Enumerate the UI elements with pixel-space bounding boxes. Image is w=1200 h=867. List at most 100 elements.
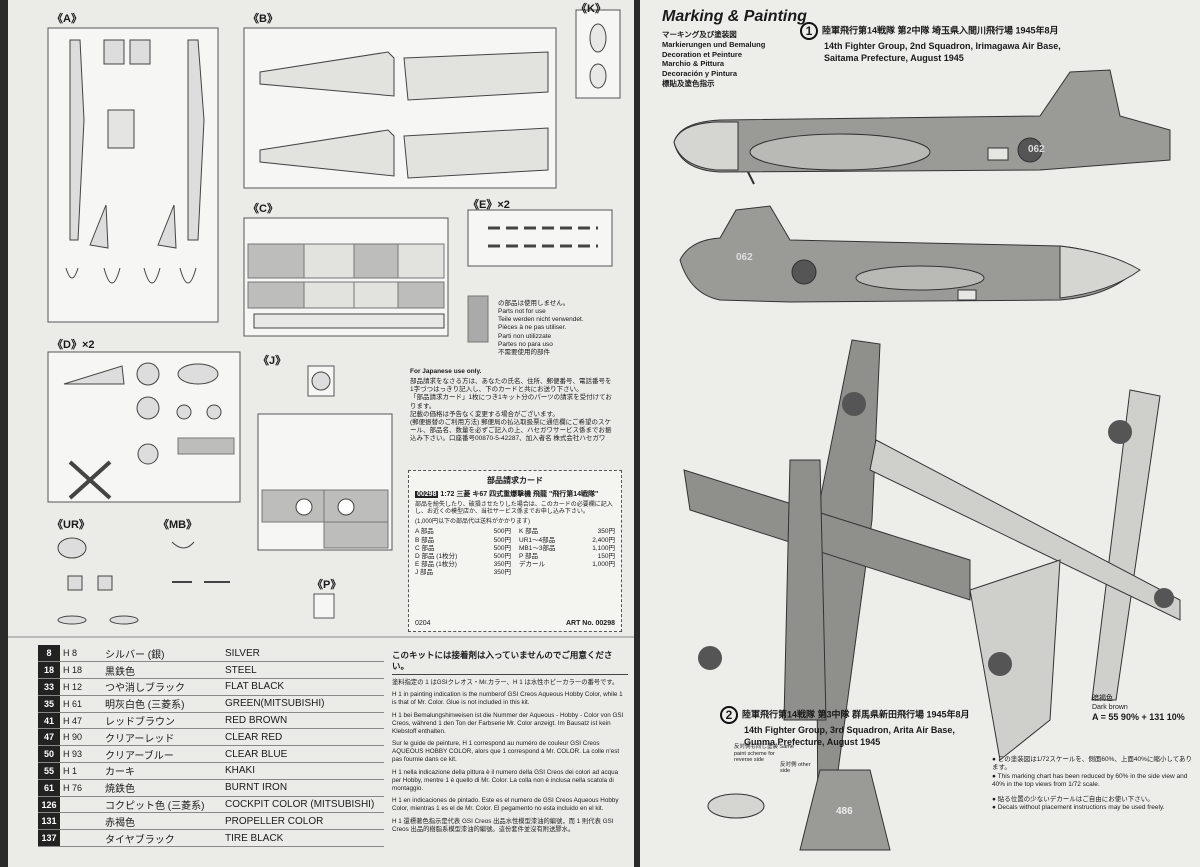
legend-paragraph: H 1 bei Bemalungshinweisen ist die Numme… (392, 711, 624, 735)
side-view-2 (679, 205, 1141, 303)
color-jp: 黒鉄色 (102, 661, 222, 680)
parts-lineart (8, 9, 634, 638)
color-en: STEEL (222, 661, 384, 680)
subtitle-line: Decoration et Peinture (662, 49, 743, 59)
not-used-notice: の部品は使用しません。 Parts not for use Teile werd… (492, 296, 612, 361)
price-row: D 部品 (1枚分) 500円 (415, 552, 511, 560)
top-view-2 (869, 389, 1181, 761)
dark-brown-legend: 暗褐色 Dark brown A = 55 90% + 131 10% (1092, 694, 1185, 724)
color-en: CLEAR BLUE (222, 745, 384, 764)
color-en: FLAT BLACK (222, 678, 384, 696)
color-en: COCKPIT COLOR (MITSUBISHI) (222, 796, 384, 814)
japanese-use-bullet: 記載の価格は予告なく変更する場合がございます。 (410, 410, 559, 418)
color-id: 137 (38, 829, 60, 848)
order-card-kit-name: 三菱 キ67 四式重爆撃機 飛龍 "飛行第14戦隊" (456, 491, 599, 498)
sprue-mb-label: 《MB》 (158, 519, 198, 531)
color-code: H 8 (60, 645, 102, 663)
price-row: P 部品 150円 (519, 552, 615, 560)
color-id: 61 (38, 779, 60, 797)
marking-sheet: Marking & Painting マーキング及び塗装図 Markierung… (640, 0, 1200, 867)
color-en: BURNT IRON (222, 779, 384, 797)
scheme-2-jp: 陸軍飛行第14戦隊 第3中隊 群馬県新田飛行場 1945年8月 (742, 709, 970, 720)
sprue-b-label: 《B》 (248, 13, 278, 25)
tail-code-3: 486 (836, 806, 853, 817)
legend-paragraph: Sur le guide de peinture, H 1 correspond… (392, 740, 620, 764)
japanese-use-postal: (郵便振替のご利用方法) 郵便局の払込取扱票に通信欄にご希望のスケール、部品名、… (410, 418, 612, 442)
color-en: KHAKI (222, 762, 384, 780)
scheme-1-en1: 14th Fighter Group, 2nd Squadron, Irimag… (824, 41, 1061, 51)
subtitle-line: 標貼及塗色指示 (662, 78, 715, 88)
color-code: H 18 (60, 661, 102, 680)
sprue-j-label: 《J》 (258, 355, 287, 367)
color-en: SILVER (222, 645, 384, 663)
order-card-kit-number: 00298 (415, 491, 439, 498)
price-row: A 部品 500円 (415, 528, 511, 536)
subtitle-line: Markierungen und Bemalung (662, 39, 766, 49)
color-jp: 焼鉄色 (102, 779, 222, 797)
sprue-ur-label: 《UR》 (52, 519, 90, 531)
scheme-1-jp: 陸軍飛行第14戦隊 第2中隊 埼玉県入間川飛行場 1945年8月 (822, 25, 1059, 36)
tail-code-1: 062 (1028, 144, 1045, 155)
notice-line: Pièces à ne pas utiliser. (498, 324, 567, 332)
color-en: GREEN(MITSUBISHI) (222, 695, 384, 713)
order-card-scale: 1:72 (440, 491, 455, 498)
legend-paragraph: H 1 in painting indication is the number… (392, 691, 623, 707)
subtitle-line: マーキング及び塗装図 (662, 30, 737, 39)
notice-line: Parti non utilizzate (498, 332, 552, 340)
price-row: J 部品 350円 (415, 569, 511, 576)
japanese-use-bullet: 部品請求をなさる方は、あなたの氏名、住所、郵便番号、電話番号を1字づつはっきり記… (410, 378, 612, 394)
same-scheme-note: 反対側も同じ塗装 Same paint scheme for reverse s… (734, 744, 794, 764)
sprue-p-label: 《P》 (312, 579, 342, 591)
parts-sheet: 《A》 《B》 《K》 《C》 《E》×2 《D》×2 《J》 《UR》 《MB… (8, 0, 634, 867)
notice-line: 不需要使用的部件 (498, 348, 550, 356)
color-id: 131 (38, 812, 60, 831)
japanese-use-notes: For Japanese use only. 部品請求をなさる方は、あなたの氏名… (404, 364, 618, 447)
color-code: H 93 (60, 745, 102, 764)
color-jp: 赤褐色 (102, 812, 222, 831)
subtitle-line: Decoración y Pintura (662, 69, 738, 78)
painting-legend: このキットには接着剤は入っていませんのでご用意ください。 塗料指定の 1 はGS… (392, 650, 628, 838)
price-row: E 部品 (1枚分) 350円 (415, 560, 511, 568)
order-card-art: ART No. 00298 (565, 620, 615, 627)
tail-code-2: 062 (736, 252, 753, 263)
reduced-note: ● この塗装図は1/72スケールを、側面60%、上面40%に縮小してあります。 (992, 756, 1193, 772)
color-en: TIRE BLACK (222, 829, 384, 848)
freely-note: ● Decals without placement instructions … (992, 804, 1165, 812)
color-code: H 12 (60, 678, 102, 696)
notice-line: Parts not for use (498, 308, 546, 316)
order-card-min-order: (1,000円以下の部品代は送料がかかります) (415, 519, 531, 526)
color-id: 33 (38, 678, 60, 696)
legend-paragraph: 塗料指定の 1 はGSIクレオス・Mr.カラー、H 1 は水性ホビーカラーの番号… (392, 679, 619, 687)
color-jp: シルバー (銀) (102, 645, 222, 663)
dark-brown-jp: 暗褐色 (1092, 695, 1113, 702)
color-id: 126 (38, 796, 60, 814)
marking-subtitles: マーキング及び塗装図 Markierungen und Bemalung Dec… (662, 30, 765, 89)
scheme-2-en2: Gunma Prefecture, August 1945 (744, 737, 881, 748)
scheme-1-number: 1 (800, 22, 818, 40)
dark-brown-en: Dark brown (1092, 704, 1128, 712)
legend-paragraph: H 1 en indicaciones de pintado. Este es … (392, 797, 619, 813)
color-en: PROPELLER COLOR (222, 812, 384, 831)
order-card-instructions: 部品を紛失したり、破損させたりした場合は、このカードの必要欄に記入し、お近くの模… (415, 502, 613, 516)
legend-paragraph: H 1 還標著色指示是代表 GSI Creos 出品水性模型漆油的編號，而 1 … (392, 817, 614, 833)
color-code: H 47 (60, 712, 102, 730)
sprue-c-label: 《C》 (248, 203, 278, 215)
other-side-note: 反対側 other side (780, 762, 811, 774)
color-code: H 76 (60, 779, 102, 797)
marking-title: Marking & Painting (662, 8, 807, 25)
japanese-use-bullet: 「部品請求カード」1枚につき1キット分のパーツの請求を受付けております。 (410, 394, 612, 410)
price-row: デカール 1,000円 (519, 560, 615, 568)
color-id: 55 (38, 762, 60, 780)
color-code (60, 812, 102, 831)
no-glue-headline: このキットには接着剤は入っていませんのでご用意ください。 (392, 650, 628, 676)
japanese-use-header: For Japanese use only. (410, 368, 482, 375)
parts-order-card: 部品請求カード 00298 1:72 三菱 キ67 四式重爆撃機 飛龍 "飛行第… (408, 470, 622, 632)
